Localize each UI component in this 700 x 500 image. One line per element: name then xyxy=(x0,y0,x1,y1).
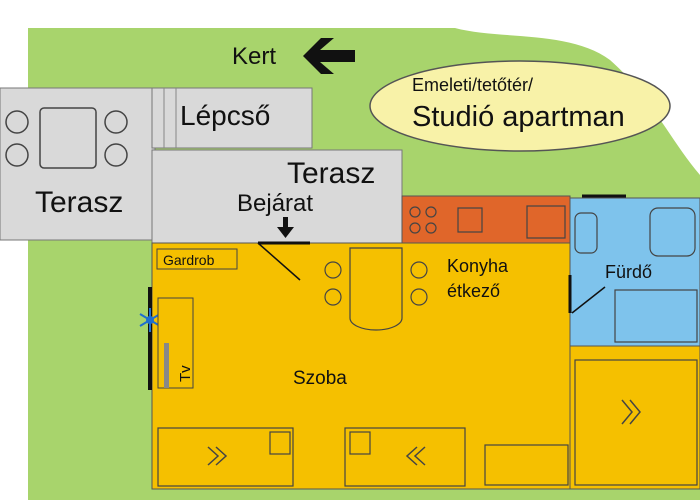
arrow-down-icon xyxy=(277,217,294,238)
room-label: Szoba xyxy=(293,368,347,389)
title-line1: Emeleti/tetőtér/ xyxy=(412,75,533,95)
double-chevron-left-icon xyxy=(405,446,426,466)
double-chevron-right-icon xyxy=(207,446,228,466)
double-chevron-right-icon xyxy=(621,399,641,425)
terrace-right-area xyxy=(151,149,403,244)
bathroom-fixtures xyxy=(574,207,698,343)
terrace-left-area xyxy=(0,87,156,241)
entrance-label: Bejárat xyxy=(237,190,313,217)
snowflake-icon xyxy=(139,308,161,332)
bathroom-area xyxy=(569,197,700,347)
garden-label: Kert xyxy=(232,43,276,70)
bathroom-label: Fürdő xyxy=(605,262,652,282)
kitchen-appliances xyxy=(409,205,566,239)
tv-screen xyxy=(164,343,169,388)
wardrobe-box xyxy=(156,248,238,270)
kitchen-label-line2: étkező xyxy=(447,281,500,301)
title-line2: Studió apartman xyxy=(412,101,625,133)
room-area xyxy=(151,242,573,490)
beds xyxy=(157,359,698,487)
terrace-left-label: Terasz xyxy=(35,186,123,219)
stairs-area xyxy=(151,87,313,149)
terrace-right-label: Terasz xyxy=(287,157,375,190)
stairs-label: Lépcső xyxy=(180,100,270,131)
dining-set xyxy=(324,247,428,331)
title-bubble xyxy=(369,60,671,152)
door-swings xyxy=(148,194,626,390)
table-set-icon xyxy=(5,107,128,169)
kitchen-counter xyxy=(401,195,571,244)
arrow-left-icon xyxy=(303,38,355,74)
wardrobe-label: Gardrob xyxy=(163,252,215,268)
tv-unit xyxy=(157,297,194,389)
kitchen-label-line1: Konyha xyxy=(447,256,509,276)
tv-label: Tv xyxy=(177,365,194,382)
